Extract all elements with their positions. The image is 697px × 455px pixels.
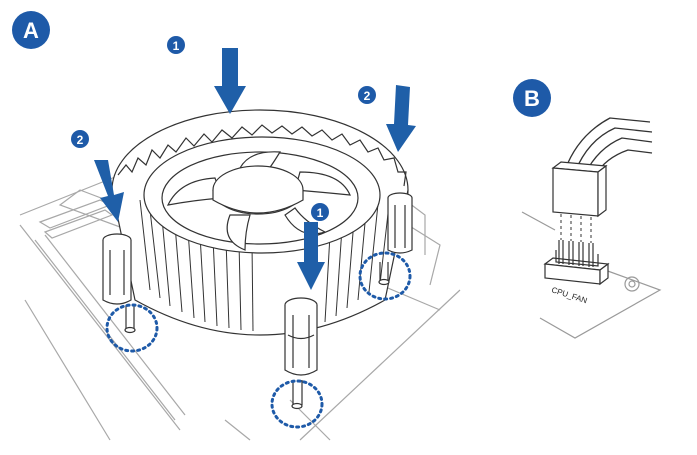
motherboard-corner xyxy=(521,211,662,339)
step-badge-1-front: 1 xyxy=(311,203,329,221)
panel-a-letter: A xyxy=(23,18,39,43)
step-1-label: 1 xyxy=(317,206,324,220)
step-1-label: 1 xyxy=(173,39,180,53)
step-2-label: 2 xyxy=(77,133,84,147)
panel-a: A xyxy=(12,11,461,441)
screw-callout-icon xyxy=(105,251,412,429)
step-badge-1-top: 1 xyxy=(167,36,185,54)
panel-b-letter: B xyxy=(524,86,540,111)
pin-guides xyxy=(560,214,592,243)
connector-label: CPU_FAN xyxy=(550,285,588,305)
fan xyxy=(161,151,359,251)
push-pin-front xyxy=(284,297,318,410)
step-badge-2-right: 2 xyxy=(358,86,376,104)
step-badge-2-left: 2 xyxy=(71,130,89,148)
panel-b-badge: B xyxy=(513,79,551,117)
step-2-label: 2 xyxy=(364,89,371,103)
fan-cable-plug xyxy=(551,161,608,218)
push-pin-right xyxy=(378,192,413,286)
push-pin-left xyxy=(102,233,136,334)
down-arrow-icon xyxy=(94,48,416,290)
cpu-fan-header xyxy=(543,240,610,286)
panel-b: B xyxy=(513,79,662,339)
panel-a-badge: A xyxy=(12,11,50,49)
